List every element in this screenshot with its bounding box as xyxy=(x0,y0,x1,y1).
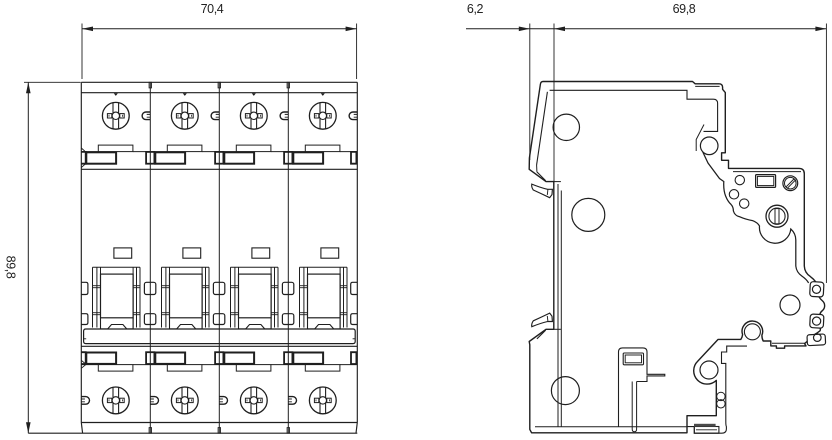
svg-text:69,8: 69,8 xyxy=(673,2,696,16)
svg-text:6,2: 6,2 xyxy=(467,2,484,16)
svg-text:89,8: 89,8 xyxy=(4,256,18,279)
svg-text:70,4: 70,4 xyxy=(201,2,224,16)
